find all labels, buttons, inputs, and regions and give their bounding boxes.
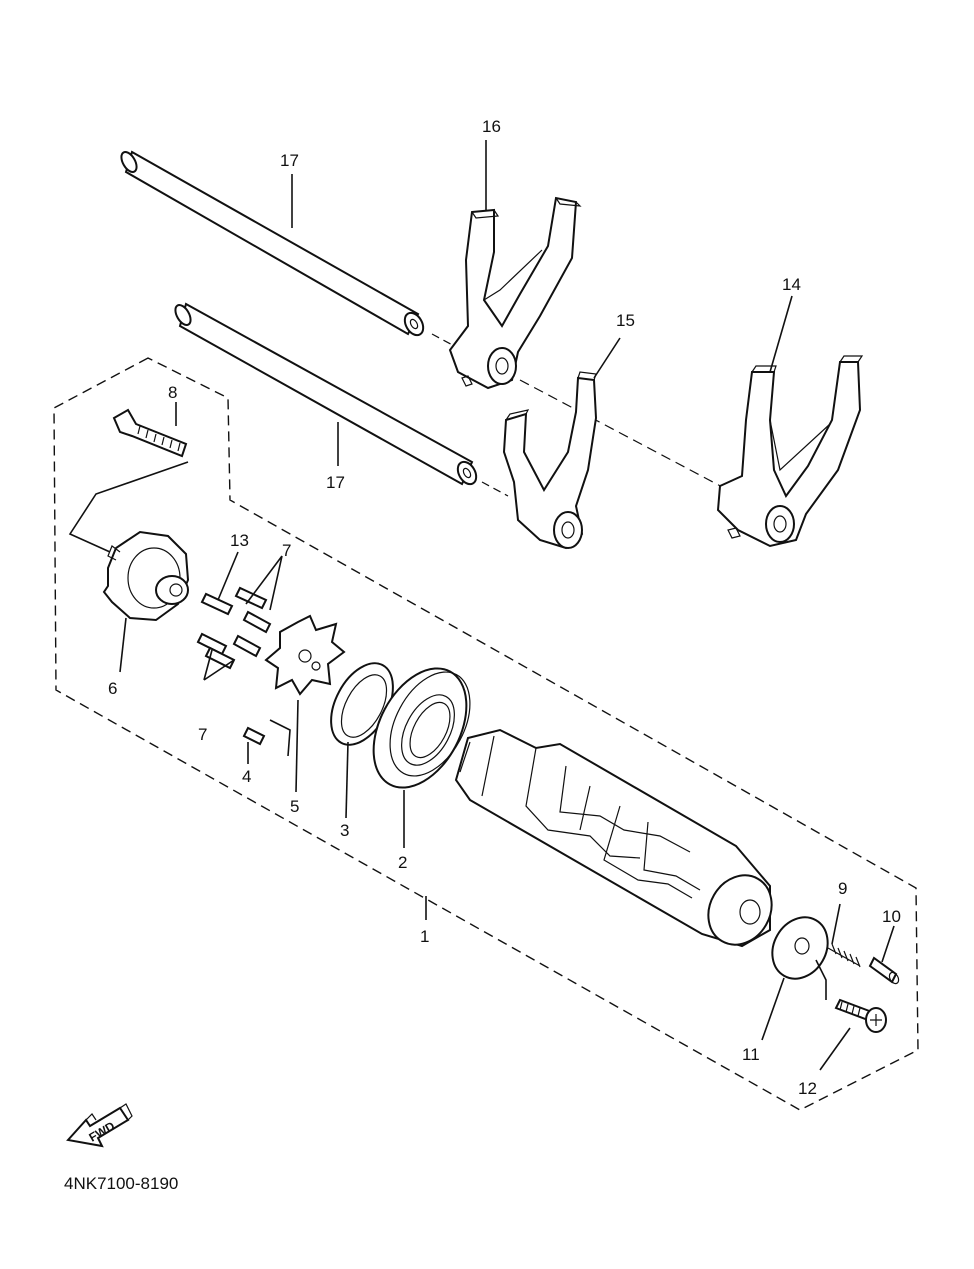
callout-7a: 7 (282, 541, 291, 560)
callout-13: 13 (230, 531, 249, 550)
plate-11 (771, 916, 829, 980)
stopper-5 (264, 614, 346, 696)
callout-1: 1 (420, 927, 429, 946)
screw-12 (834, 998, 887, 1033)
screw-8 (112, 408, 188, 458)
callout-16: 16 (482, 117, 501, 136)
shift-drum (454, 728, 773, 948)
callout-4: 4 (242, 767, 251, 786)
segment-6 (102, 530, 190, 622)
callout-2: 2 (398, 853, 407, 872)
shift-fork-shaft-lower (174, 302, 509, 497)
callout-3: 3 (340, 821, 349, 840)
callout-14: 14 (782, 275, 801, 294)
callout-8: 8 (168, 383, 177, 402)
shift-fork-shaft-upper (120, 150, 459, 349)
spring-9 (827, 943, 861, 968)
callout-labels: 1 2 3 4 5 6 7 7 8 9 10 11 12 13 14 15 16… (108, 117, 901, 1098)
shift-fork-14 (716, 355, 864, 548)
leader-lines (68, 140, 895, 1071)
callout-7b: 7 (198, 725, 207, 744)
callout-5: 5 (290, 797, 299, 816)
shift-fork-15 (502, 371, 598, 550)
pin-10 (868, 956, 900, 985)
callout-10: 10 (882, 907, 901, 926)
callout-17a: 17 (280, 151, 299, 170)
callout-6: 6 (108, 679, 117, 698)
callout-12: 12 (798, 1079, 817, 1098)
callout-9: 9 (838, 879, 847, 898)
assembly-boundary (53, 357, 919, 1111)
callout-17b: 17 (326, 473, 345, 492)
shift-fork-16 (448, 196, 729, 491)
fwd-arrow-icon: FWD (66, 1103, 133, 1148)
diagram-part-number: 4NK7100-8190 (64, 1174, 179, 1193)
callout-11: 11 (742, 1045, 760, 1064)
bearing-2 (372, 667, 471, 789)
pins-group (196, 586, 272, 746)
callout-15: 15 (616, 311, 635, 330)
